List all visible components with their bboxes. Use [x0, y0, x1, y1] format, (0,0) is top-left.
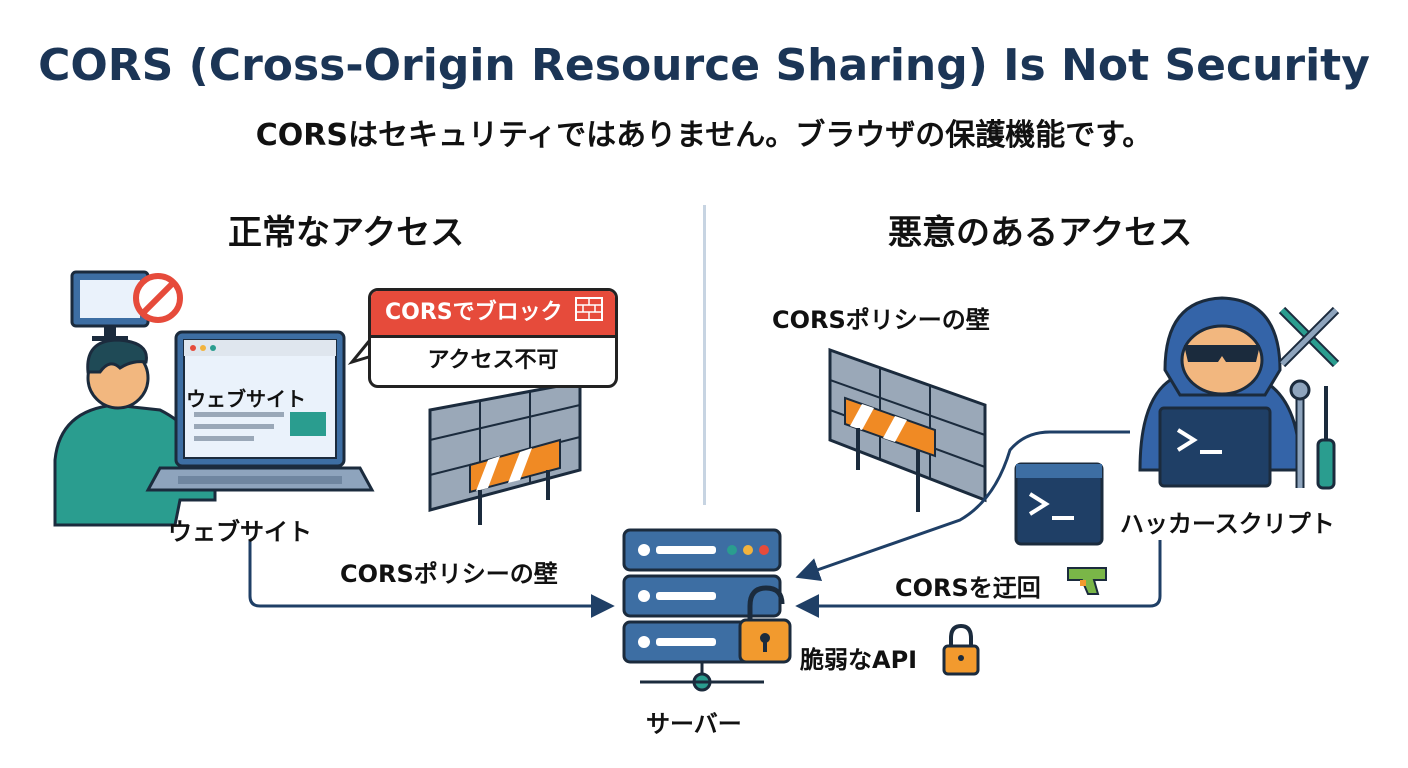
bypass-tool-icon — [1067, 567, 1107, 595]
server-icon — [622, 528, 782, 692]
hacker-icon — [1138, 296, 1302, 488]
no-entry-icon — [133, 273, 183, 323]
server-label: サーバー — [646, 710, 742, 738]
page-title: CORS (Cross-Origin Resource Sharing) Is … — [38, 40, 1370, 91]
laptop-icon — [145, 330, 375, 492]
right-wall-label: CORSポリシーの壁 — [772, 306, 990, 334]
bubble-tail — [347, 339, 373, 365]
bypass-arrow — [795, 430, 1130, 581]
browser-page-label: ウェブサイト — [186, 387, 306, 411]
left-wall-label: CORSポリシーの壁 — [340, 560, 558, 588]
terminal-icon — [1014, 462, 1104, 546]
unlocked-icon — [738, 585, 792, 664]
right-heading: 悪意のあるアクセス — [888, 213, 1193, 253]
vulnerable-api-label: 脆弱なAPI — [800, 646, 918, 674]
left-heading: 正常なアクセス — [228, 213, 465, 253]
monitor-icon — [70, 270, 150, 341]
normal-access-arrow — [248, 540, 615, 618]
tools-icon — [1278, 306, 1340, 490]
hacker-access-arrow — [795, 540, 1162, 618]
user-label: ウェブサイト — [168, 518, 312, 546]
bubble-title: CORSでブロック — [371, 291, 615, 338]
left-wall-icon — [428, 380, 582, 525]
bypass-label: CORSを迂回 — [895, 574, 1041, 602]
page-subtitle: CORSはセキュリティではありません。ブラウザの保護機能です。 — [255, 118, 1153, 153]
section-divider — [703, 205, 706, 505]
right-wall-icon — [828, 347, 987, 512]
bubble-brick-icon — [575, 297, 603, 321]
hacker-label: ハッカースクリプト — [1120, 510, 1335, 538]
bubble-text: アクセス不可 — [427, 348, 559, 373]
lock-icon — [942, 623, 980, 676]
